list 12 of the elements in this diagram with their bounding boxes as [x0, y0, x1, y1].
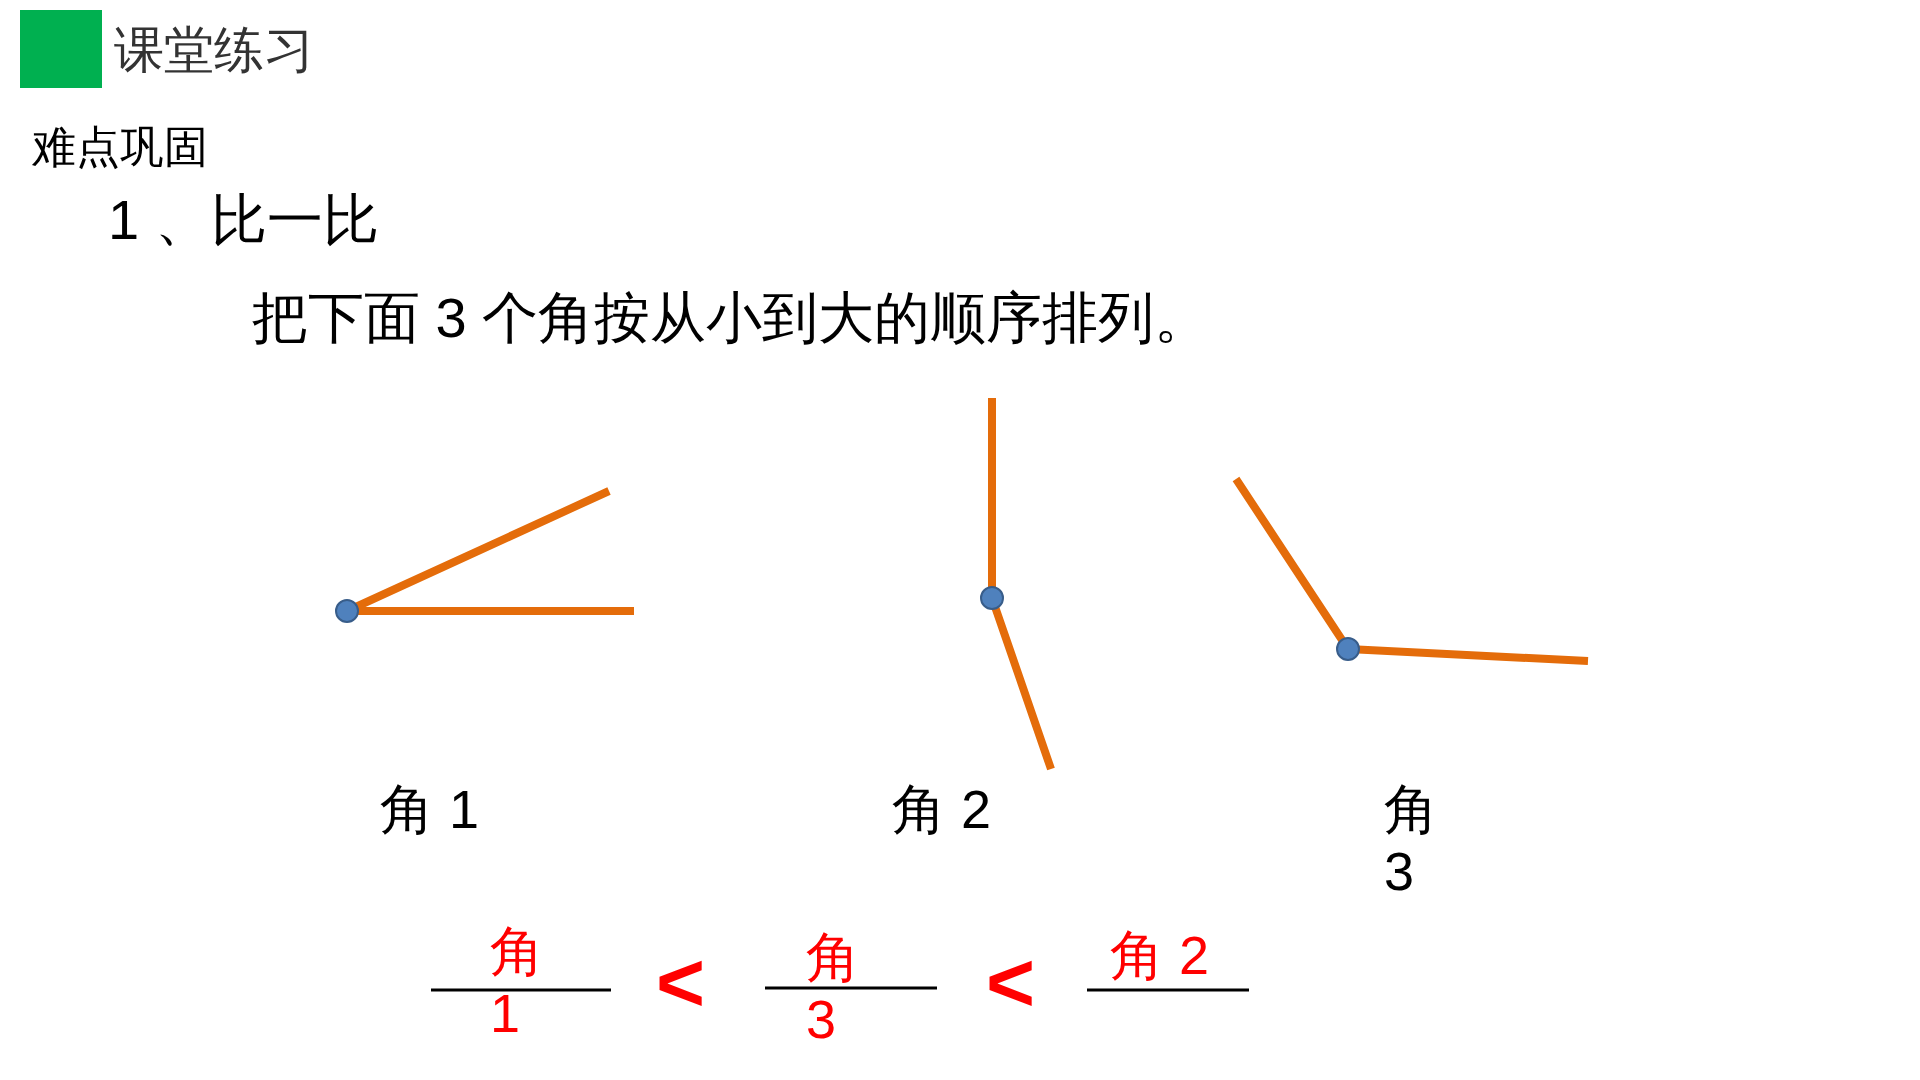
answer-text: 角 2: [1110, 924, 1210, 987]
section-heading: 难点巩固: [32, 122, 208, 173]
slide-title: 课堂练习: [114, 22, 314, 80]
question-number: 1 、比一比: [108, 188, 379, 253]
answer-text: 角 3: [806, 926, 861, 1051]
angle-label: 角 1: [380, 778, 480, 841]
answer-text: 角 1: [490, 920, 545, 1045]
angle-label: 角 3: [1384, 778, 1439, 903]
less-than-sign: <: [986, 940, 1036, 1024]
instruction-text: 把下面 3 个角按从小到大的顺序排列。: [252, 286, 1211, 351]
less-than-sign: <: [656, 940, 706, 1024]
angle-label: 角 2: [892, 778, 992, 841]
